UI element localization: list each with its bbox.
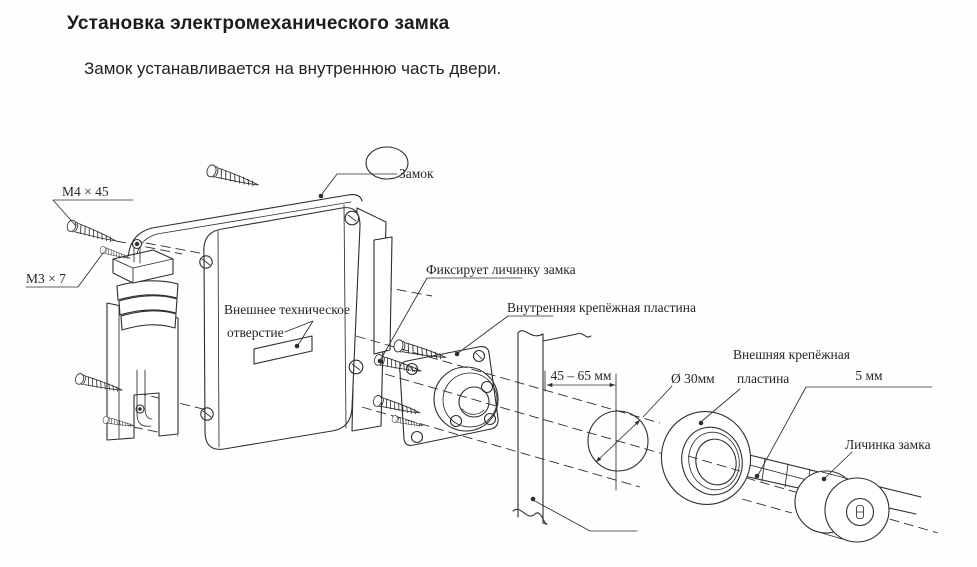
lock-callout-ellipse <box>365 146 409 180</box>
latch-module <box>106 238 179 441</box>
lock-corner-screws <box>199 210 364 421</box>
label-inner-plate: Внутренняя крепёжная пластина <box>507 300 696 315</box>
label-screw-m4: M4 × 45 <box>62 184 109 199</box>
leader-lines <box>25 146 933 532</box>
door-hole <box>587 385 673 472</box>
tech-hole-slot <box>253 335 313 365</box>
label-fixes-cylinder: Фиксирует личинку замка <box>426 262 576 277</box>
label-mounting-distance: 45 – 65 мм <box>551 368 612 383</box>
lock-back-plate <box>373 236 393 355</box>
label-hole-diameter: Ø 30мм <box>671 371 715 386</box>
diagram-labels: M4 × 45 M3 × 7 Замок Внешнее техническое… <box>26 166 931 452</box>
label-lock: Замок <box>399 166 434 181</box>
plate-corner-holes <box>405 349 497 444</box>
page-subtitle: Замок устанавливается на внутреннюю част… <box>84 59 502 78</box>
label-tech-hole-line1: Внешнее техническое <box>224 302 350 317</box>
label-outer-plate-line2: пластина <box>737 371 789 386</box>
outer-mounting-plate <box>660 411 752 505</box>
door-section <box>512 330 592 525</box>
label-tech-hole-line2: отверстие <box>227 325 284 340</box>
lock-body <box>127 194 393 450</box>
label-plate-thickness: 5 мм <box>855 368 883 383</box>
label-cylinder: Личинка замка <box>845 437 931 452</box>
keyhole-icon <box>856 505 864 519</box>
lock-cylinder <box>794 470 890 543</box>
label-outer-plate-line1: Внешняя крепёжная <box>733 347 850 362</box>
page-title: Установка электромеханического замка <box>67 13 450 34</box>
label-screw-m3: M3 × 7 <box>26 271 66 286</box>
lock-front-face <box>203 207 361 450</box>
inner-mounting-plate <box>399 346 499 446</box>
